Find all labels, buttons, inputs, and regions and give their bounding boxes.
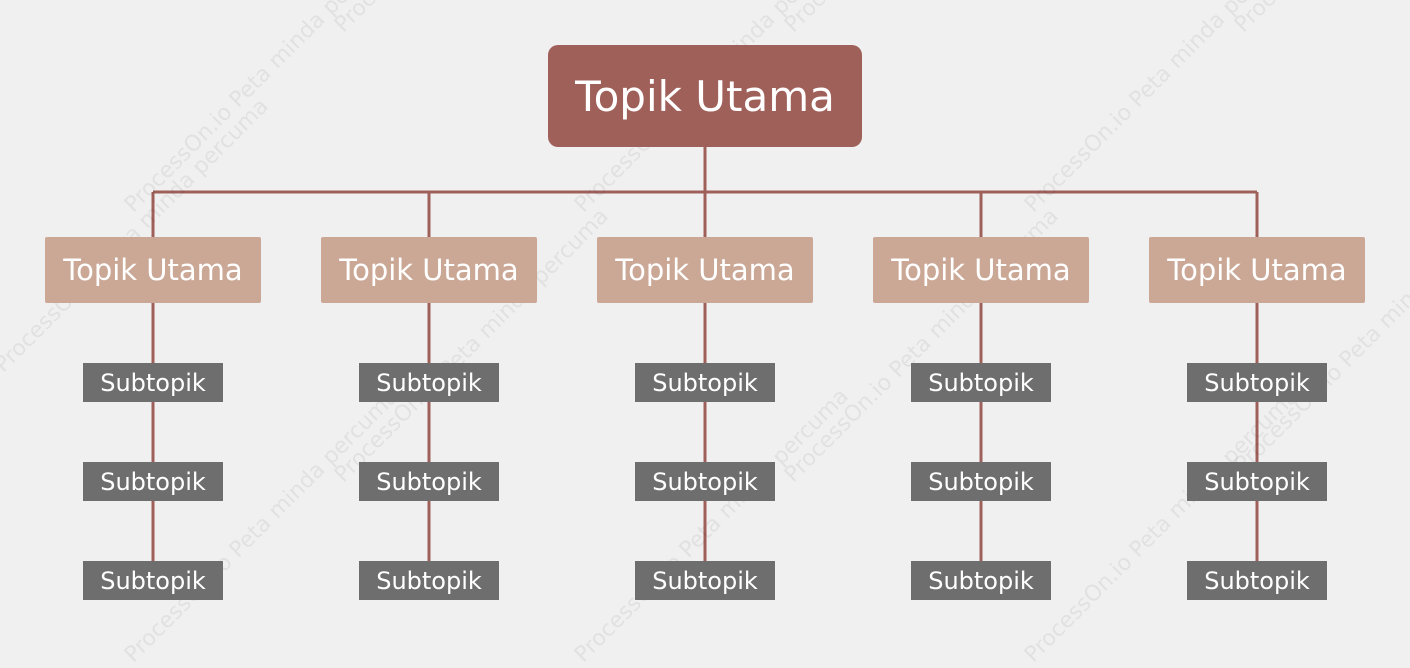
topic-node[interactable]: Topik Utama	[45, 237, 261, 303]
subtopic-node[interactable]: Subtopik	[359, 462, 499, 501]
subtopic-node[interactable]: Subtopik	[635, 363, 775, 402]
subtopic-node[interactable]: Subtopik	[635, 462, 775, 501]
subtopic-node[interactable]: Subtopik	[83, 561, 223, 600]
subtopic-node[interactable]: Subtopik	[635, 561, 775, 600]
subtopic-node[interactable]: Subtopik	[1187, 363, 1327, 402]
subtopic-node[interactable]: Subtopik	[911, 462, 1051, 501]
subtopic-node[interactable]: Subtopik	[1187, 561, 1327, 600]
topic-node[interactable]: Topik Utama	[321, 237, 537, 303]
topic-node[interactable]: Topik Utama	[1149, 237, 1365, 303]
subtopic-node[interactable]: Subtopik	[359, 561, 499, 600]
subtopic-node[interactable]: Subtopik	[1187, 462, 1327, 501]
topic-node[interactable]: Topik Utama	[873, 237, 1089, 303]
subtopic-node[interactable]: Subtopik	[911, 363, 1051, 402]
root-topic[interactable]: Topik Utama	[548, 45, 862, 147]
subtopic-node[interactable]: Subtopik	[83, 363, 223, 402]
subtopic-node[interactable]: Subtopik	[359, 363, 499, 402]
subtopic-node[interactable]: Subtopik	[911, 561, 1051, 600]
subtopic-node[interactable]: Subtopik	[83, 462, 223, 501]
topic-node[interactable]: Topik Utama	[597, 237, 813, 303]
